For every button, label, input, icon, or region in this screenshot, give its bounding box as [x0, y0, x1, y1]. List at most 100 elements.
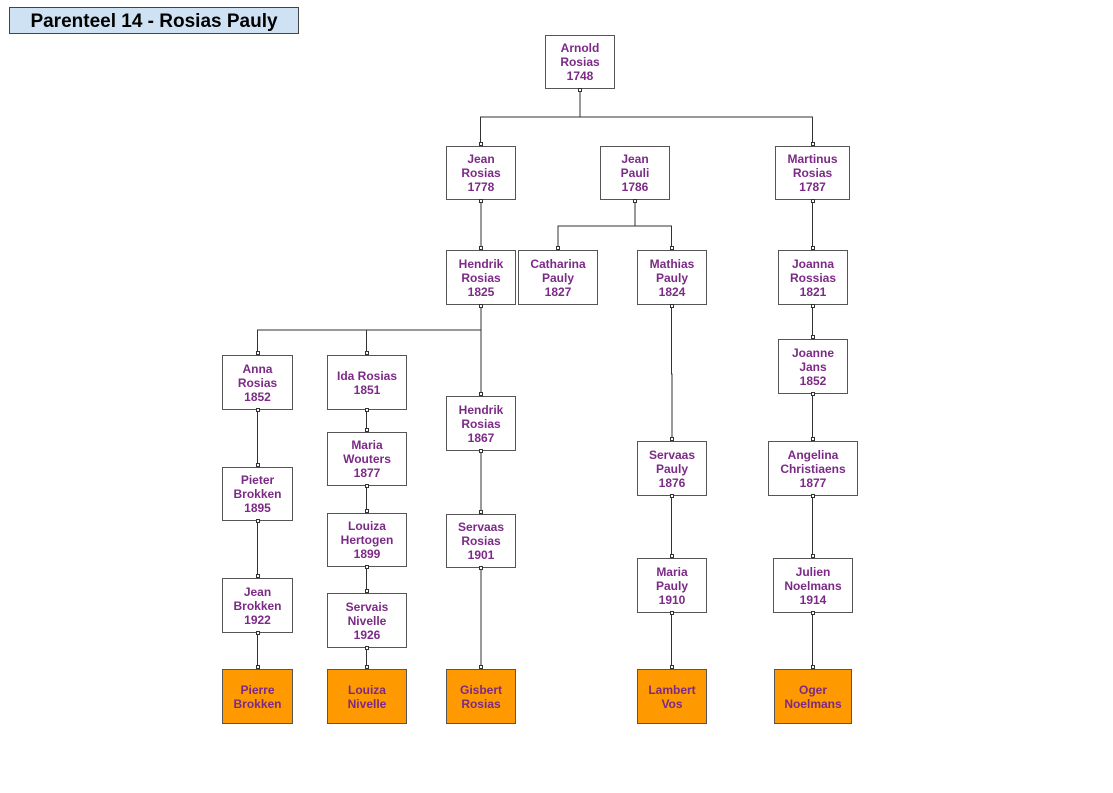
connector-port [669, 554, 674, 558]
connector-port [810, 335, 815, 339]
person-name: Louiza Nivelle [347, 682, 387, 711]
person-name: Angelina Christiaens 1877 [780, 447, 846, 490]
person-name: Hendrik Rosias 1867 [458, 402, 504, 445]
connector-port [810, 304, 815, 308]
connector-port [364, 428, 369, 432]
person-box-ida-rosias[interactable]: Ida Rosias 1851 [327, 355, 407, 410]
person-name: Louiza Hertogen 1899 [340, 519, 394, 561]
person-name: Mathias Pauly 1824 [649, 256, 695, 299]
connector-port [364, 646, 369, 650]
connector-port [479, 566, 483, 570]
connector-port [364, 351, 369, 355]
person-box-servais-nivelle[interactable]: Servais Nivelle 1926 [327, 593, 407, 648]
person-name: Servais Nivelle 1926 [345, 599, 389, 642]
connector-port [364, 408, 369, 412]
connector-port [810, 665, 815, 669]
person-box-pieter-brokken[interactable]: Pieter Brokken 1895 [222, 467, 293, 521]
person-name: Servaas Rosias 1901 [457, 520, 505, 562]
person-name: Arnold Rosias 1748 [560, 41, 600, 83]
person-box-angelina-christiaens[interactable]: Angelina Christiaens 1877 [768, 441, 858, 496]
connector-port [669, 665, 674, 669]
connector-port [255, 631, 260, 635]
connector-port [578, 88, 582, 92]
connector-port [810, 554, 815, 558]
connector [671, 306, 673, 441]
person-box-maria-wouters[interactable]: Maria Wouters 1877 [327, 432, 407, 486]
connector [557, 201, 636, 250]
connector-port [255, 574, 260, 578]
person-name: Julien Noelmans 1914 [784, 564, 842, 607]
connector-port [479, 510, 483, 514]
person-name: Servaas Pauly 1876 [648, 447, 696, 490]
connector-port [479, 304, 483, 308]
person-name: Anna Rosias 1852 [237, 361, 278, 404]
connector-port [670, 437, 674, 441]
connector-port [669, 304, 674, 308]
connector-port [479, 449, 483, 453]
connector-port [810, 142, 815, 146]
connector [257, 306, 482, 355]
connector-port [255, 408, 260, 412]
person-box-lambert-vos[interactable]: Lambert Vos [637, 669, 707, 724]
connector-port [255, 519, 260, 523]
connector-port [255, 665, 260, 669]
person-name: Joanne Jans 1852 [791, 345, 834, 388]
person-box-louiza-nivelle[interactable]: Louiza Nivelle [327, 669, 407, 724]
person-name: Pieter Brokken 1895 [233, 473, 282, 515]
person-box-mathias-pauly[interactable]: Mathias Pauly 1824 [637, 250, 707, 305]
connector-port [479, 665, 483, 669]
connector-port [255, 463, 260, 467]
connector-port [633, 199, 637, 203]
connector-port [669, 611, 674, 615]
person-name: Pierre Brokken [233, 682, 282, 711]
connector-port [364, 565, 369, 569]
person-box-catharina-pauly[interactable]: Catharina Pauly 1827 [518, 250, 598, 305]
person-box-pierre-brokken[interactable]: Pierre Brokken [222, 669, 293, 724]
person-name: Jean Rosias 1778 [461, 152, 501, 194]
person-name: Hendrik Rosias 1825 [458, 256, 504, 299]
person-box-jean-pauli[interactable]: Jean Pauli 1786 [600, 146, 670, 200]
connector-port [669, 494, 674, 498]
person-box-hendrik-rosias-1867[interactable]: Hendrik Rosias 1867 [446, 396, 516, 451]
person-box-joanne-jans[interactable]: Joanne Jans 1852 [778, 339, 848, 394]
person-box-julien-noelmans[interactable]: Julien Noelmans 1914 [773, 558, 853, 613]
person-box-anna-rosias[interactable]: Anna Rosias 1852 [222, 355, 293, 410]
connector-port [810, 199, 815, 203]
connector-port [364, 484, 369, 488]
connector-port [810, 437, 815, 441]
person-name: Martinus Rosias 1787 [787, 152, 838, 194]
connector-port [479, 392, 483, 396]
person-box-servaas-pauly[interactable]: Servaas Pauly 1876 [637, 441, 707, 496]
connector [580, 116, 813, 146]
connector-port [479, 199, 483, 203]
person-box-joanna-rossias[interactable]: Joanna Rossias 1821 [778, 250, 848, 305]
connector-port [810, 494, 815, 498]
person-name: Lambert Vos [648, 682, 696, 711]
connector-port [364, 589, 369, 593]
person-box-arnold-rosias[interactable]: Arnold Rosias 1748 [545, 35, 615, 89]
person-box-servaas-rosias[interactable]: Servaas Rosias 1901 [446, 514, 516, 568]
person-name: Joanna Rossias 1821 [789, 256, 837, 299]
person-name: Gisbert Rosias [459, 682, 502, 711]
person-name: Ida Rosias 1851 [336, 368, 398, 397]
connector-port [364, 509, 369, 513]
person-box-jean-rosias[interactable]: Jean Rosias 1778 [446, 146, 516, 200]
connector-port [479, 246, 483, 250]
connector-port [810, 246, 815, 250]
connector [635, 225, 672, 250]
person-name: Maria Wouters 1877 [343, 438, 391, 480]
person-box-louiza-hertogen[interactable]: Louiza Hertogen 1899 [327, 513, 407, 567]
connector-port [255, 351, 260, 355]
person-name: Oger Noelmans [784, 682, 842, 711]
person-box-martinus-rosias[interactable]: Martinus Rosias 1787 [775, 146, 850, 200]
connector-port [556, 246, 560, 250]
connector-port [478, 142, 483, 146]
connector [480, 90, 581, 146]
person-box-maria-pauly[interactable]: Maria Pauly 1910 [637, 558, 707, 613]
person-box-hendrik-rosias-1825[interactable]: Hendrik Rosias 1825 [446, 250, 516, 305]
person-box-jean-brokken[interactable]: Jean Brokken 1922 [222, 578, 293, 633]
person-name: Jean Brokken 1922 [233, 584, 282, 627]
person-box-gisbert-rosias[interactable]: Gisbert Rosias [446, 669, 516, 724]
person-box-oger-noelmans[interactable]: Oger Noelmans [774, 669, 852, 724]
connector-port [810, 611, 815, 615]
